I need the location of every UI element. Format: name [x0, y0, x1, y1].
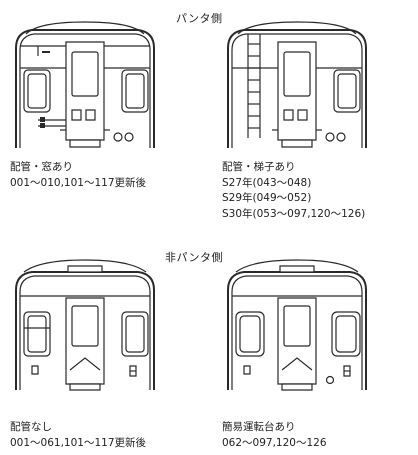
- car-end-simple-cab-drawing: [222, 262, 372, 394]
- car-end-no-piping-drawing: [10, 262, 160, 394]
- caption-line: 配管・窓あり: [10, 161, 73, 173]
- caption-line: S27年(043～048): [222, 176, 312, 189]
- caption-simple-cab: 簡易運転台あり 062～097,120～126: [222, 420, 327, 451]
- caption-line: 062～097,120～126: [222, 436, 327, 449]
- pantograph-side-title: パンタ側: [176, 12, 223, 25]
- caption-line: 簡易運転台あり: [222, 421, 296, 433]
- caption-line: 001～061,101～117更新後: [10, 436, 147, 449]
- caption-piping-window: 配管・窓あり 001～010,101～117更新後: [10, 160, 146, 191]
- caption-line: S30年(053～097,120～126): [222, 207, 366, 220]
- caption-piping-ladder: 配管・梯子あり S27年(043～048) S29年(049～052) S30年…: [222, 160, 365, 222]
- caption-line: 001～010,101～117更新後: [10, 176, 147, 189]
- non-pantograph-side-title: 非パンタ側: [165, 251, 224, 264]
- caption-line: 配管・梯子あり: [222, 161, 296, 173]
- caption-no-piping: 配管なし 001～061,101～117更新後: [10, 420, 146, 451]
- car-end-piping-ladder-drawing: [222, 20, 372, 152]
- caption-line: S29年(049～052): [222, 192, 312, 204]
- caption-line: 配管なし: [10, 421, 52, 433]
- car-end-piping-window-drawing: [10, 20, 160, 152]
